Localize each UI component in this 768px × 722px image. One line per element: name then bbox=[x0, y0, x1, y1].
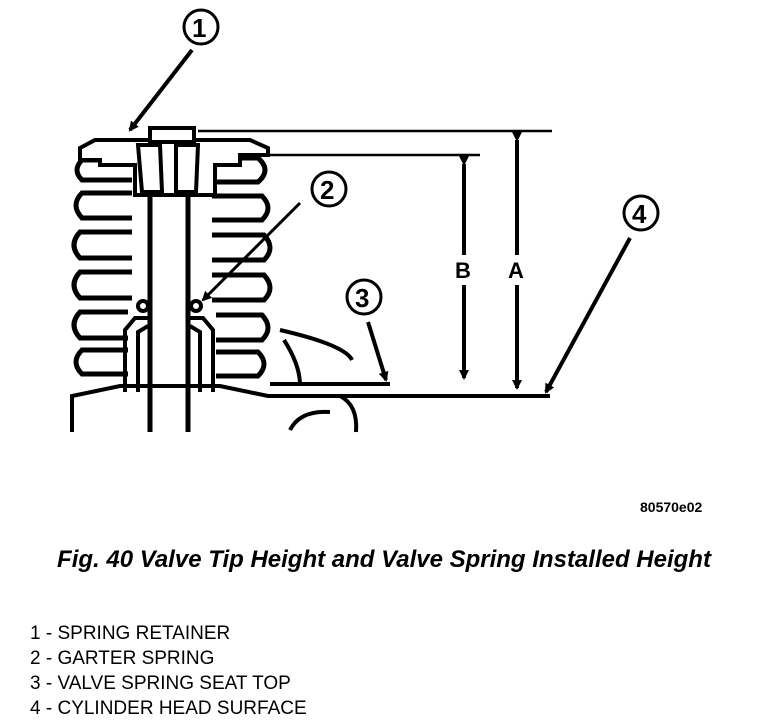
callout-4-circle bbox=[622, 194, 660, 232]
legend-label: SPRING RETAINER bbox=[57, 623, 231, 644]
legend-item: 3 - VALVE SPRING SEAT TOP bbox=[30, 673, 291, 694]
callout-3-label: 3 bbox=[355, 283, 369, 313]
dimension-a-label: A bbox=[508, 258, 524, 283]
callout-4-label: 4 bbox=[632, 199, 647, 229]
figure-caption: Fig. 40 Valve Tip Height and Valve Sprin… bbox=[57, 546, 711, 573]
legend-label: GARTER SPRING bbox=[57, 648, 215, 669]
legend-label: CYLINDER HEAD SURFACE bbox=[57, 698, 307, 719]
callout-2-leader bbox=[201, 201, 302, 302]
legend-num: 3 bbox=[30, 673, 41, 694]
dimension-b-label: B bbox=[455, 258, 471, 283]
legend-item: 1 - SPRING RETAINER bbox=[30, 623, 231, 644]
callout-1-label: 1 bbox=[192, 13, 206, 43]
legend-list: 1 - SPRING RETAINER 2 - GARTER SPRING 3 … bbox=[30, 621, 307, 721]
stem-seal bbox=[123, 299, 215, 392]
callout-2-circle bbox=[310, 170, 348, 208]
callout-4-leader bbox=[544, 237, 632, 394]
dimension-lines bbox=[198, 129, 552, 157]
cylinder-head bbox=[70, 328, 550, 433]
callout-1-leader bbox=[128, 48, 194, 132]
valve-stem bbox=[147, 195, 191, 432]
legend-num: 4 bbox=[30, 698, 41, 719]
legend-label: VALVE SPRING SEAT TOP bbox=[57, 673, 291, 694]
valve-diagram: A B 1 2 3 4 bbox=[70, 8, 660, 433]
callout-1-circle bbox=[182, 8, 220, 46]
callout-2-label: 2 bbox=[320, 175, 334, 205]
legend-num: 2 bbox=[30, 648, 41, 669]
valve-tip bbox=[148, 126, 196, 144]
valve-spring bbox=[71, 155, 273, 379]
legend-item: 4 - CYLINDER HEAD SURFACE bbox=[30, 698, 307, 719]
callout-3-leader bbox=[366, 321, 389, 382]
figure-code: 80570e02 bbox=[640, 499, 703, 515]
callout-3-circle bbox=[345, 278, 383, 316]
legend-num: 1 bbox=[30, 623, 41, 644]
spring-retainer bbox=[78, 138, 270, 197]
legend-item: 2 - GARTER SPRING bbox=[30, 648, 215, 669]
